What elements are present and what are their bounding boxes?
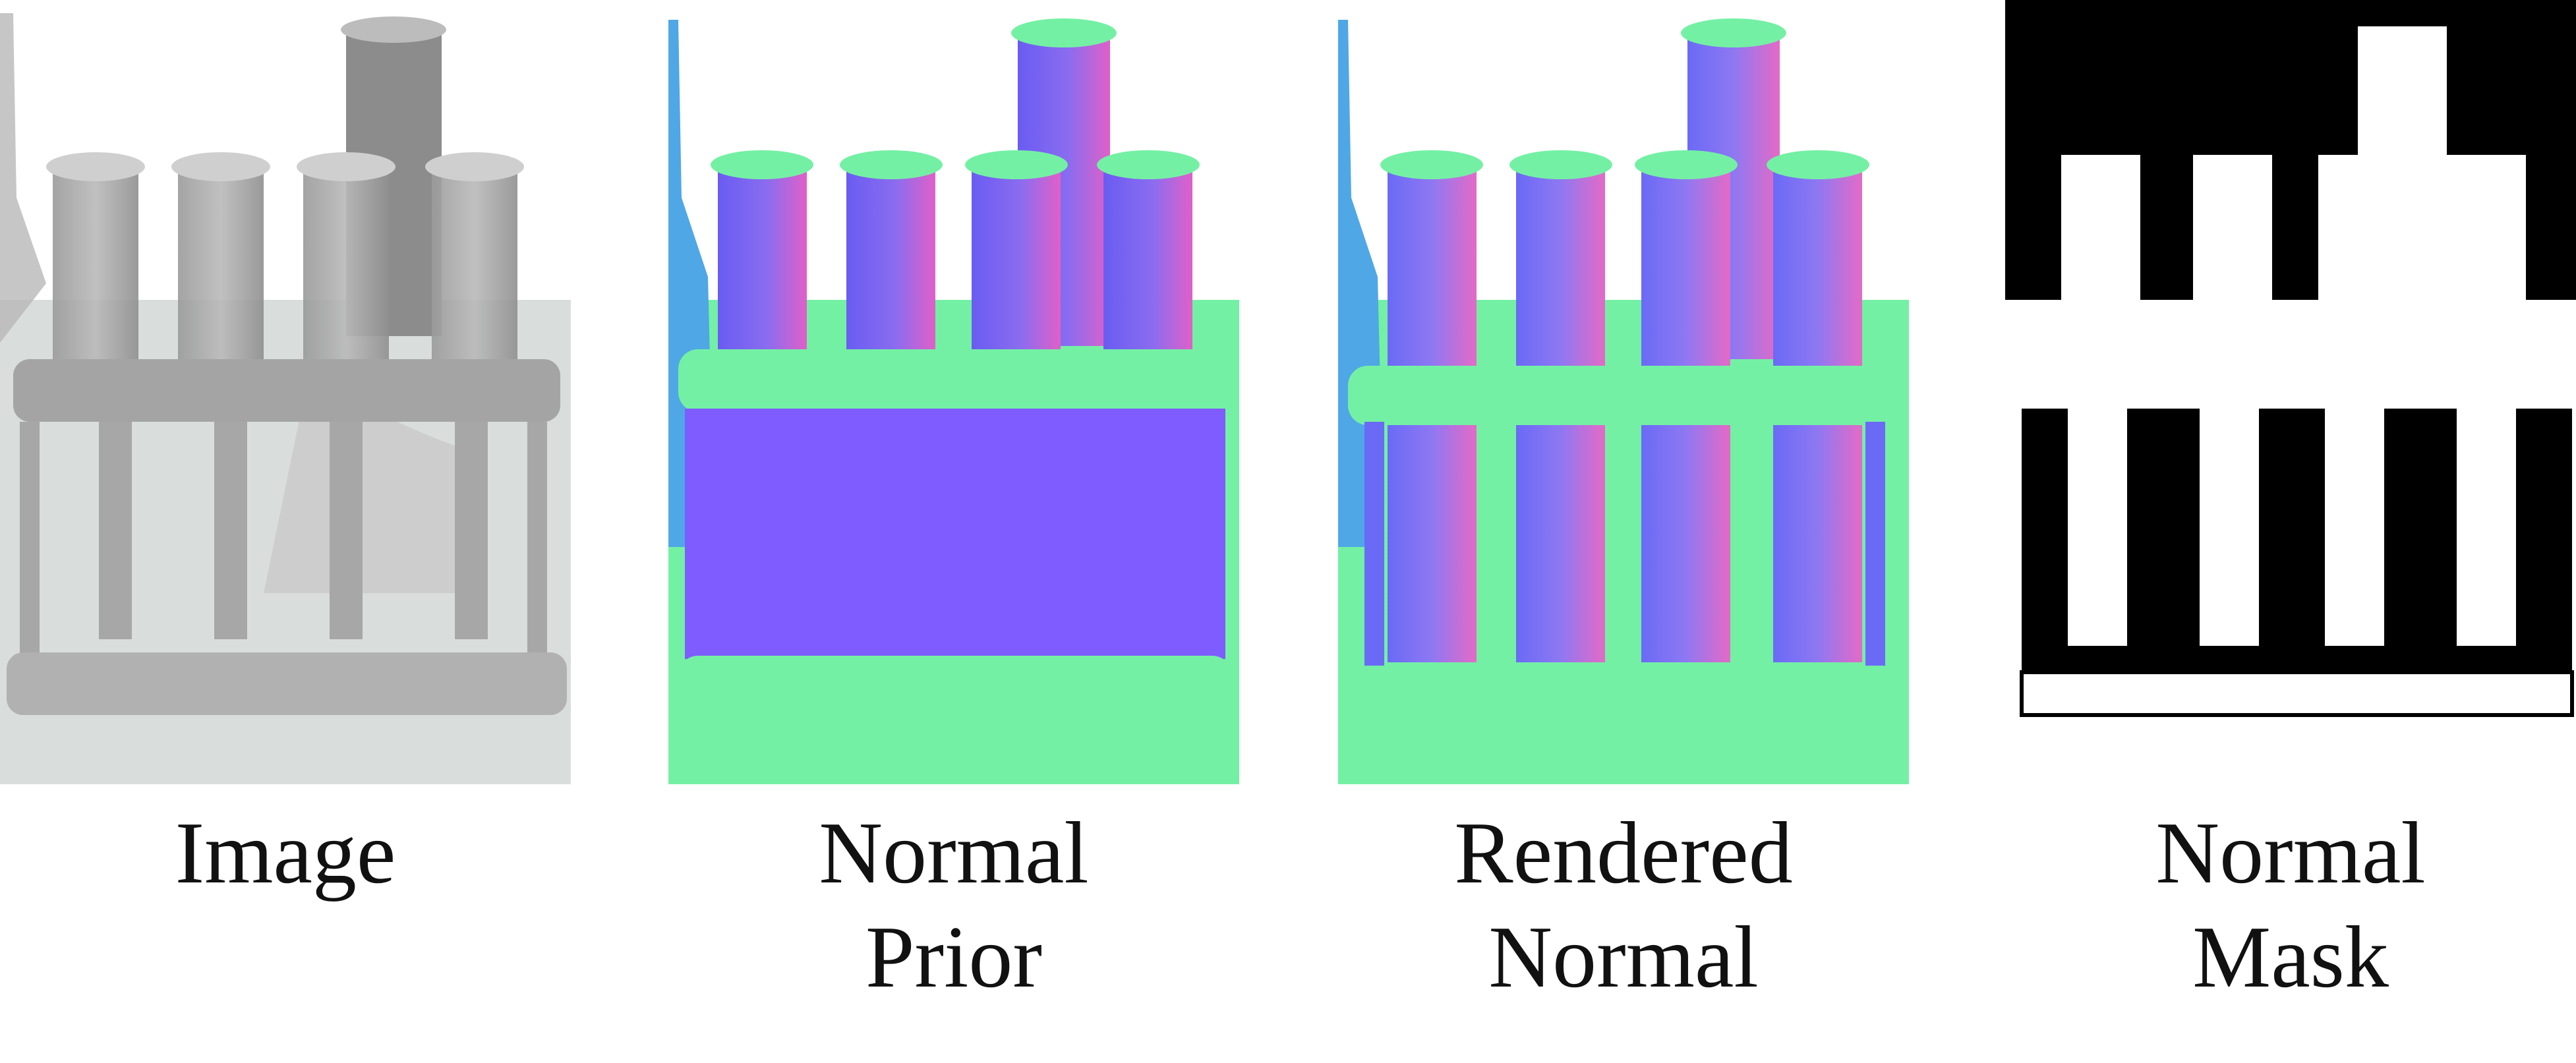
caption-image: Image <box>0 801 571 905</box>
caption-normal-prior: Normal Prior <box>668 801 1239 1009</box>
caption-rendered-normal: Rendered Normal <box>1338 801 1909 1009</box>
normal-prior-map <box>668 0 1239 784</box>
caption-image-line-1: Image <box>175 804 396 902</box>
image-panel <box>0 0 571 784</box>
caption-rendered-normal-line-2: Normal <box>1488 908 1759 1006</box>
caption-normal-mask-line-2: Mask <box>2192 908 2389 1006</box>
normal-mask-panel <box>2005 0 2576 784</box>
rendered-normal-map <box>1338 0 1909 784</box>
caption-normal-mask: Normal Mask <box>2005 801 2576 1009</box>
caption-normal-mask-line-1: Normal <box>2155 804 2426 902</box>
test-tube-photo <box>0 0 571 784</box>
normal-mask-map <box>2005 0 2576 784</box>
caption-normal-prior-line-1: Normal <box>819 804 1089 902</box>
normal-prior-panel <box>668 0 1239 784</box>
rendered-normal-panel <box>1338 0 1909 784</box>
caption-rendered-normal-line-1: Rendered <box>1454 804 1793 902</box>
caption-normal-prior-line-2: Prior <box>865 908 1042 1006</box>
